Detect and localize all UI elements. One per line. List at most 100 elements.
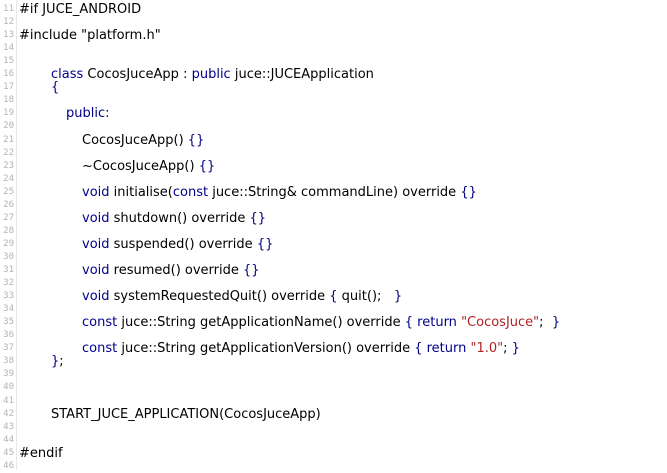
line-number: 23 [3,160,14,171]
code-token: void [82,184,110,200]
line-number: 26 [3,199,14,210]
line-code: const juce::String getApplicationVersion… [82,340,520,357]
code-line[interactable]: 44 [0,434,667,447]
code-line[interactable]: 33 void systemRequestedQuit() override { … [0,288,667,305]
code-token: const [172,184,209,200]
code-line[interactable]: 17 { [0,80,667,96]
code-line[interactable]: 28 [0,225,667,238]
code-line[interactable]: 21 CocosJuceApp() {} [0,132,667,149]
code-line[interactable]: 41 [0,395,667,408]
code-line[interactable]: 14 [0,42,667,55]
line-number: 33 [3,291,14,302]
code-line[interactable]: 22 [0,147,667,160]
code-line[interactable]: 40 [0,381,667,394]
line-number: 27 [3,212,14,223]
code-token: {} [243,263,260,278]
line-code: void systemRequestedQuit() override { qu… [82,288,402,305]
code-token: void [82,289,110,305]
code-token: shutdown() override [109,210,250,226]
code-token: } [393,289,403,305]
line-number: 41 [3,395,14,406]
code-token: suspended() override [109,236,257,252]
line-number: 18 [3,95,14,106]
line-number: 22 [3,147,14,158]
code-token: "CocosJuce" [461,315,540,331]
code-line[interactable]: 26 [0,199,667,212]
line-number: 12 [3,17,14,28]
line-number: 46 [3,460,14,471]
code-token: { [51,80,60,96]
line-number: 31 [3,265,14,275]
code-token: } [551,315,561,331]
line-number: 16 [3,69,14,80]
line-code: CocosJuceApp() {} [82,132,204,149]
code-line[interactable]: 39 [0,368,667,381]
code-line[interactable]: 31 void resumed() override {} [0,262,667,279]
code-token: juce::JUCEApplication [230,67,374,83]
code-line[interactable]: 27 void shutdown() override {} [0,210,667,227]
code-line[interactable]: 35 const juce::String getApplicationName(… [0,314,667,331]
code-token: const [82,315,118,331]
code-line[interactable]: 34 [0,303,667,316]
line-code: void shutdown() override {} [82,210,266,227]
code-token: "1.0" [470,341,504,357]
code-line[interactable]: 13#include "platform.h" [0,28,667,43]
line-number: 30 [3,251,14,262]
code-line[interactable]: 46 [0,460,667,473]
code-line[interactable]: 38}; [0,353,667,370]
code-line[interactable]: 23 ~CocosJuceApp() {} [0,158,667,175]
code-line[interactable]: 11 #if JUCE_ANDROID [0,2,667,17]
line-number: 15 [3,56,14,67]
line-number: 25 [3,186,14,197]
line-number: 17 [3,82,14,93]
line-code: #endif [19,445,63,462]
line-number: 35 [3,317,14,328]
line-code: ~CocosJuceApp() {} [82,158,215,175]
line-number: 39 [3,369,14,380]
code-line[interactable]: 36 [0,329,667,342]
line-code: START_JUCE_APPLICATION(CocosJuceApp) [51,406,321,423]
code-token: class [51,67,84,83]
code-token: public [66,106,106,122]
code-token: quit(); [337,289,394,305]
code-token: #endif [19,445,63,461]
line-number: 36 [3,330,14,341]
line-number: 32 [3,278,14,289]
code-line[interactable]: 18 [0,94,667,107]
code-line[interactable]: 15 [0,55,667,68]
code-token: START_JUCE_APPLICATION(CocosJuceApp) [51,406,321,422]
code-token: #if JUCE_ANDROID [19,2,142,17]
line-number: 45 [3,447,14,458]
code-token: CocosJuceApp : [83,67,192,83]
line-number: 14 [3,43,14,54]
code-line[interactable]: 32 [0,277,667,290]
code-line[interactable]: 24 [0,173,667,186]
line-code: const juce::String getApplicationName() … [82,314,560,331]
code-token: return [426,341,467,357]
line-number: 11 [3,4,14,14]
code-token: juce::String getApplicationVersion() ove… [117,341,415,357]
line-code: }; [51,353,64,370]
code-line[interactable]: 12 [0,16,667,29]
code-line[interactable]: 45 #endif [0,445,667,462]
code-token: void [82,263,110,278]
code-token: void [82,210,110,226]
line-code: void resumed() override {} [82,262,260,279]
line-number: 28 [3,225,14,236]
line-number: 38 [3,356,14,367]
code-line[interactable]: 43 [0,421,667,434]
code-token: { [414,341,423,357]
code-line[interactable]: 20 [0,120,667,133]
code-token: {} [249,210,266,226]
line-number: 21 [3,134,14,145]
code-line[interactable]: 30 [0,251,667,264]
line-number: 29 [3,238,14,249]
code-token: juce::String getApplicationName() overri… [117,315,405,331]
